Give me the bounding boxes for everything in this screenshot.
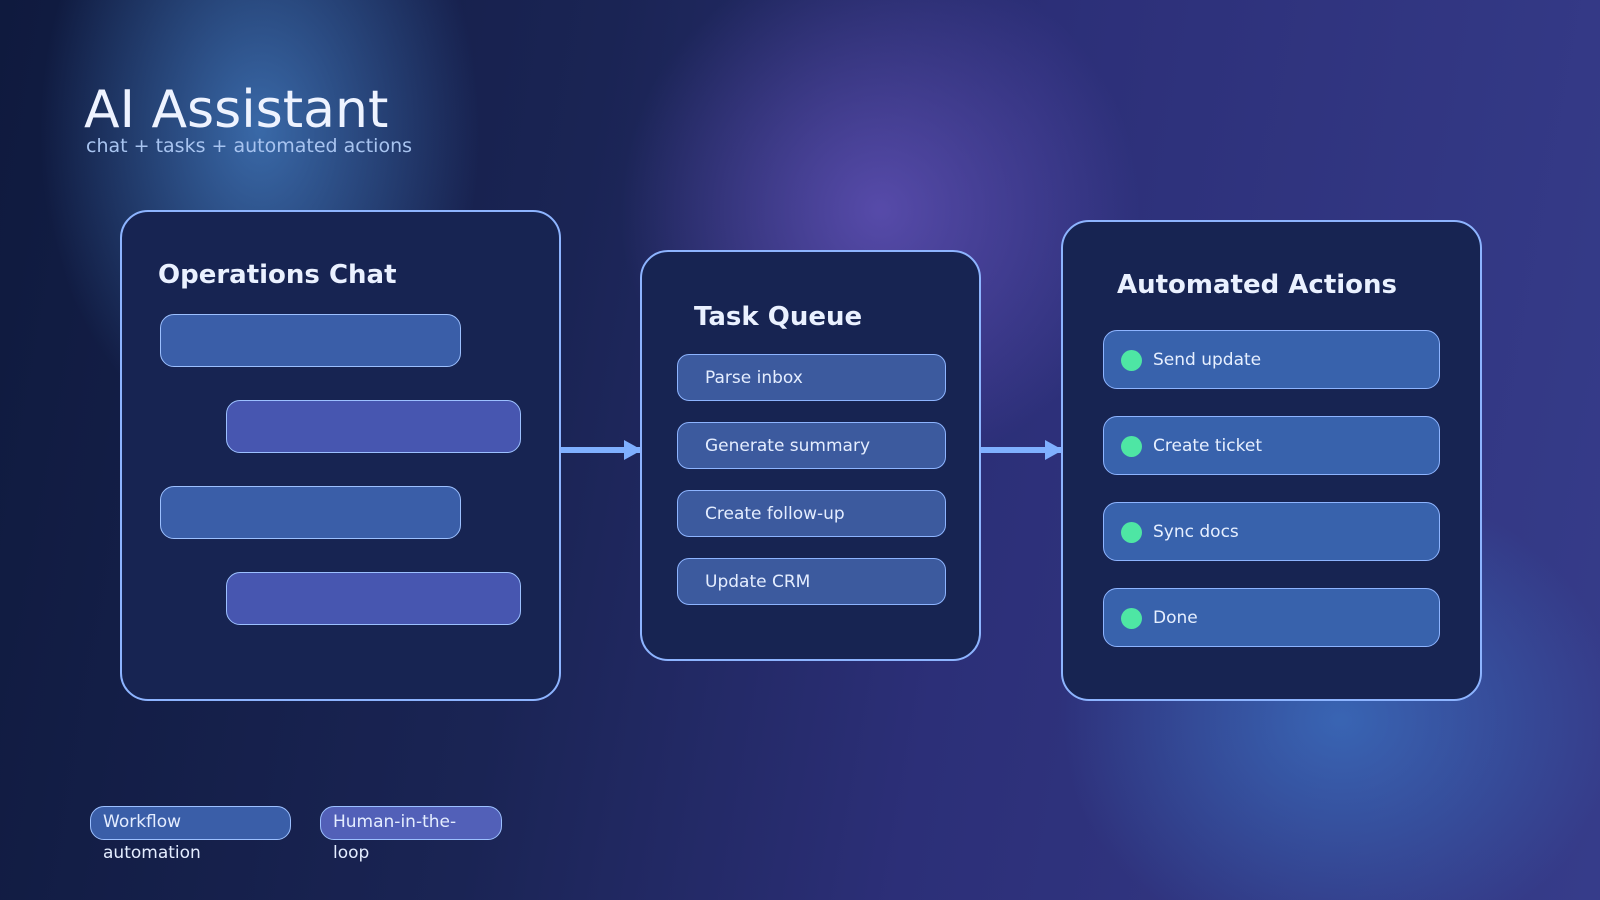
chat-message-incoming[interactable] [160, 486, 461, 539]
action-label: Send update [1153, 350, 1262, 370]
chat-panel-title: Operations Chat [158, 260, 397, 290]
chat-message-incoming[interactable] [160, 314, 461, 367]
task-label: Generate summary [705, 436, 871, 456]
task-item[interactable]: Generate summary [677, 422, 946, 469]
action-item[interactable]: Done [1103, 588, 1440, 647]
page-title: AI Assistant [84, 80, 389, 140]
action-label: Create ticket [1153, 436, 1262, 456]
task-item[interactable]: Create follow-up [677, 490, 946, 537]
tag-workflow-automation[interactable]: Workflow automation [90, 806, 291, 863]
actions-panel-title: Automated Actions [1117, 270, 1398, 300]
status-dot-icon [1121, 608, 1142, 629]
action-item[interactable]: Send update [1103, 330, 1440, 389]
task-panel-title: Task Queue [694, 302, 863, 332]
task-label: Create follow-up [705, 504, 845, 524]
status-dot-icon [1121, 436, 1142, 457]
action-item[interactable]: Sync docs [1103, 502, 1440, 561]
operations-chat-panel: Operations Chat [120, 210, 561, 701]
action-label: Done [1153, 608, 1198, 628]
chat-message-outgoing[interactable] [226, 572, 521, 625]
status-dot-icon [1121, 522, 1142, 543]
action-item[interactable]: Create ticket [1103, 416, 1440, 475]
task-label: Update CRM [705, 572, 811, 592]
tag-human-in-the-loop[interactable]: Human-in-the-loop [320, 806, 502, 863]
status-dot-icon [1121, 350, 1142, 371]
chat-message-outgoing[interactable] [226, 400, 521, 453]
task-item[interactable]: Parse inbox [677, 354, 946, 401]
page-subtitle: chat + tasks + automated actions [86, 135, 413, 157]
task-queue-panel: Task Queue Parse inbox Generate summary … [640, 250, 981, 661]
automated-actions-panel: Automated Actions Send update Create tic… [1061, 220, 1482, 701]
arrow-chat-to-tasks-icon [561, 440, 642, 460]
task-item[interactable]: Update CRM [677, 558, 946, 605]
task-label: Parse inbox [705, 368, 803, 388]
action-label: Sync docs [1153, 522, 1239, 542]
arrow-tasks-to-actions-icon [981, 440, 1063, 460]
